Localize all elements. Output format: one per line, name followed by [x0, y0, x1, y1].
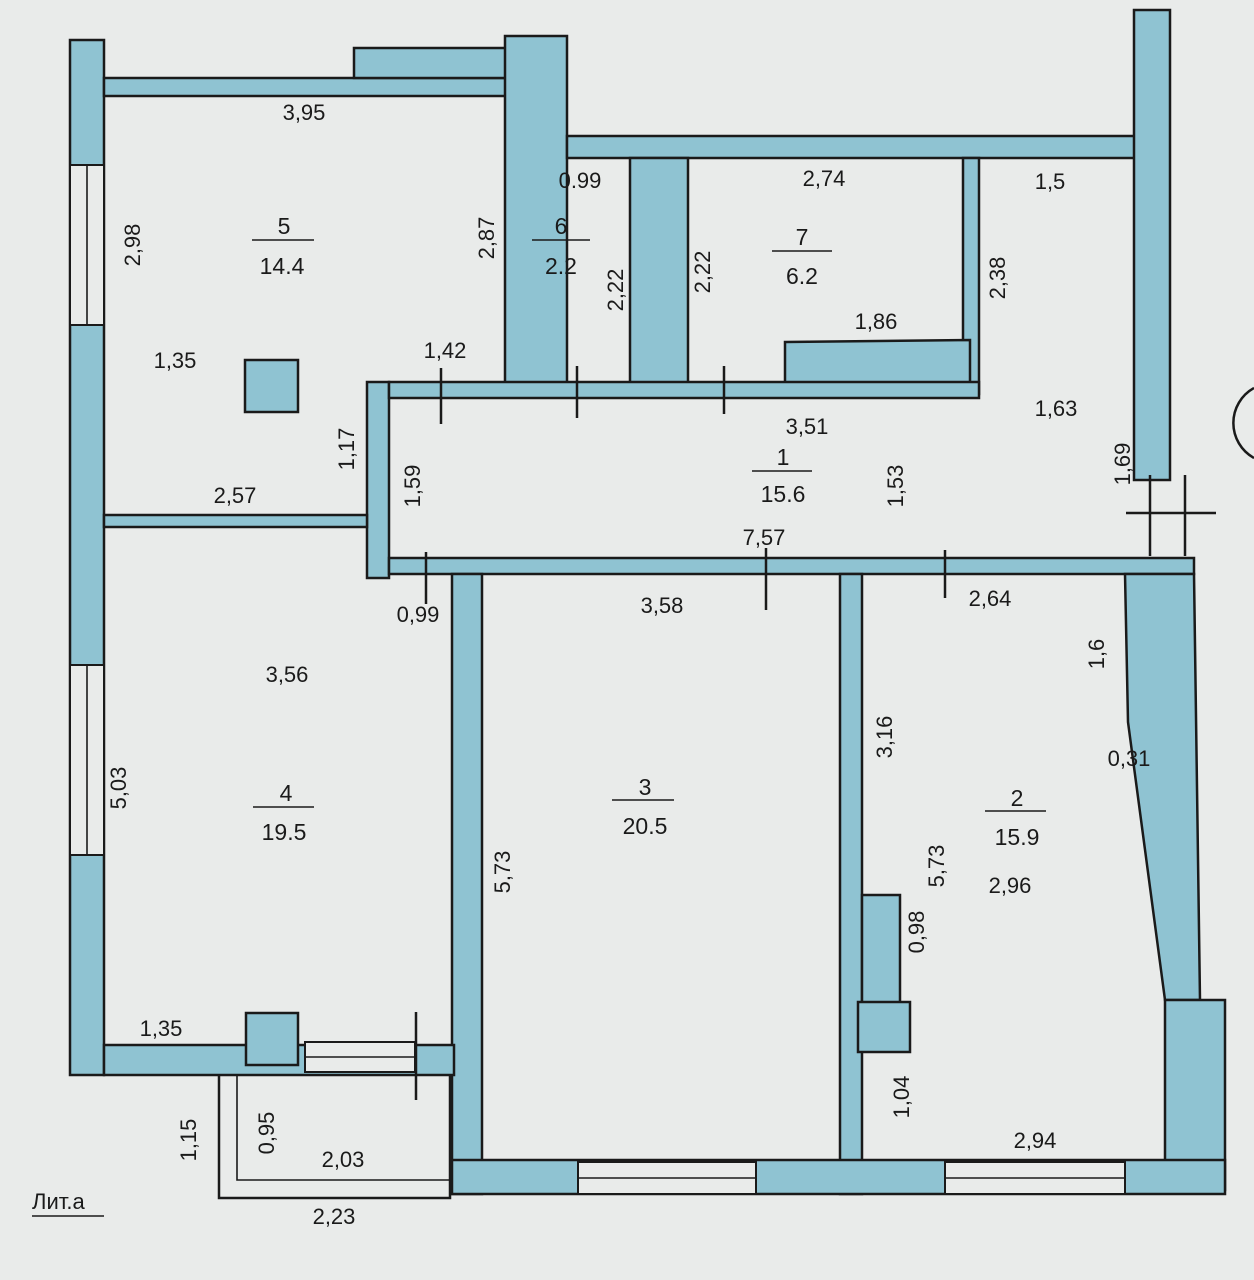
dim-r4-top: 2,57 — [214, 483, 257, 508]
wall-east-lower — [1123, 572, 1202, 1002]
dim-ne-top: 1,5 — [1035, 169, 1066, 194]
dim-r2-jog: 0,31 — [1108, 746, 1151, 771]
room-7: 7 6.2 — [772, 224, 832, 289]
wall-r5-r6 — [503, 34, 569, 398]
dimensions: 3,95 2,98 2,87 1,35 1,42 0.99 2,22 2,74 … — [106, 100, 1150, 1229]
room-3-area: 20.5 — [623, 813, 668, 839]
dim-hall-side: 1,17 — [334, 428, 359, 471]
room-7-number: 7 — [796, 224, 809, 250]
room-2: 2 15.9 — [985, 785, 1046, 850]
room-2-area: 15.9 — [995, 824, 1040, 850]
room-1-number: 1 — [777, 444, 790, 470]
dim-hall-mid: 1,53 — [883, 465, 908, 508]
room-6-number: 6 — [555, 213, 568, 239]
dim-hall-bottom: 7,57 — [743, 525, 786, 550]
room-5: 5 14.4 — [252, 213, 314, 279]
dim-balc-top: 2,03 — [322, 1147, 365, 1172]
door-arc — [1232, 386, 1254, 460]
dim-hall-left: 1,59 — [400, 465, 425, 508]
wall-north-east — [565, 134, 1169, 160]
dim-r2-top: 2,64 — [969, 586, 1012, 611]
dim-ne-left: 2,38 — [985, 257, 1010, 300]
wall-r5-r4 — [102, 513, 369, 529]
room-2-number: 2 — [1011, 785, 1024, 811]
dim-hall-right: 1,69 — [1110, 443, 1135, 486]
walls — [68, 8, 1227, 1196]
dim-r5-right: 2,87 — [474, 217, 499, 260]
wall-r4-r3 — [450, 572, 484, 1196]
windows — [69, 164, 1126, 1195]
room-7-area: 6.2 — [786, 263, 818, 289]
dim-r4-left: 5,03 — [106, 767, 131, 810]
wall-r2-niche — [860, 893, 902, 1007]
dim-r3-left: 5,73 — [490, 851, 515, 894]
balcony-inner — [236, 1075, 450, 1181]
room-6: 6 2.2 — [532, 213, 590, 279]
dim-r6-right: 2,22 — [603, 269, 628, 312]
balcony-outline — [217, 1075, 452, 1200]
wall-hall-south — [387, 556, 1196, 576]
dim-r4-inner: 3,56 — [266, 662, 309, 687]
dim-r6-top: 0.99 — [559, 168, 602, 193]
room-1: 1 15.6 — [752, 444, 812, 507]
dim-hall-top: 3,51 — [786, 414, 829, 439]
dim-r2-niche: 0,98 — [904, 911, 929, 954]
wall-hall-west — [365, 380, 391, 580]
dim-r2-left: 3,16 — [872, 716, 897, 759]
room-4-number: 4 — [280, 780, 293, 806]
dim-ne-right: 1,63 — [1035, 396, 1078, 421]
room-3-number: 3 — [639, 774, 652, 800]
dim-r2-bottom: 2,94 — [1014, 1128, 1057, 1153]
room-5-area: 14.4 — [260, 253, 305, 279]
dim-balc-left: 1,15 — [176, 1119, 201, 1162]
room-3: 3 20.5 — [612, 774, 674, 839]
dim-r2-mid: 5,73 — [924, 845, 949, 888]
dim-balc-inner: 0,95 — [254, 1112, 279, 1155]
wall-north-step — [352, 46, 516, 80]
dim-r5-left: 2,98 — [120, 224, 145, 267]
dim-r4-bottom: 1,35 — [140, 1016, 183, 1041]
wall-north-r5 — [102, 76, 516, 98]
dim-r3-top: 3,58 — [641, 593, 684, 618]
door-ticks — [414, 366, 1216, 1100]
dim-r5-top: 3,95 — [283, 100, 326, 125]
dim-r2-inner: 2,96 — [989, 873, 1032, 898]
dim-r2-low: 1,04 — [889, 1076, 914, 1119]
dim-r2-right-top: 1,6 — [1084, 639, 1109, 670]
wall-r6-r7 — [628, 156, 690, 398]
wall-hall-north — [387, 380, 981, 400]
dim-r7-inner: 1,86 — [855, 309, 898, 334]
dim-balc-bottom: 2,23 — [313, 1204, 356, 1229]
room-labels: 5 14.4 6 2.2 7 6.2 1 15.6 4 19.5 3 20.5 — [252, 213, 1046, 850]
room-6-area: 2.2 — [545, 253, 577, 279]
wall-r3-r2 — [838, 572, 864, 1196]
dim-r4-door: 0,99 — [397, 602, 440, 627]
room-1-area: 15.6 — [761, 481, 806, 507]
room-4: 4 19.5 — [253, 780, 314, 845]
dim-r5-door: 1,42 — [424, 338, 467, 363]
wall-r2-post — [856, 1000, 912, 1054]
wall-east-bottom — [1163, 998, 1227, 1192]
litera-label: Лит.а — [32, 1189, 85, 1214]
shaft-r5 — [243, 358, 300, 414]
room-5-number: 5 — [278, 213, 291, 239]
wall-east-upper — [1132, 8, 1172, 482]
dim-r5-inner: 1,35 — [154, 348, 197, 373]
dim-r7-left: 2,22 — [690, 251, 715, 294]
room-4-area: 19.5 — [262, 819, 307, 845]
shaft-r4 — [244, 1011, 300, 1067]
dim-r7-top: 2,74 — [803, 166, 846, 191]
